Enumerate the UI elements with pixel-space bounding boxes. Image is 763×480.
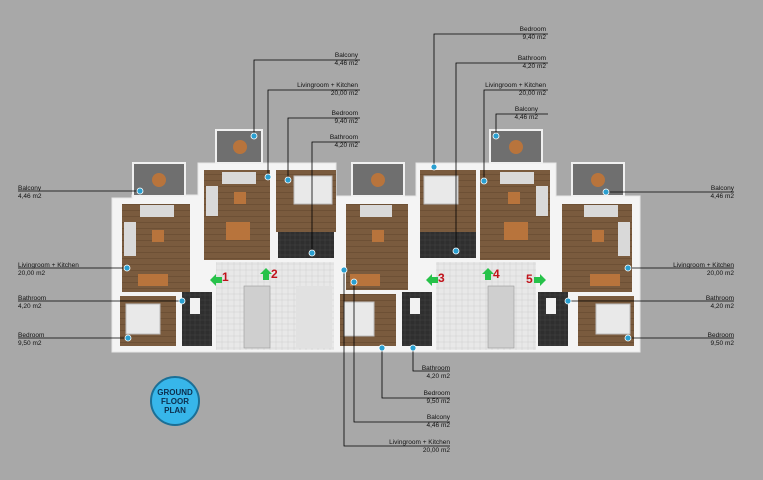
entrance-number: 3 [438,271,445,285]
entrance-number: 1 [222,270,229,284]
room-markers [123,132,632,352]
badge-line: PLAN [164,405,186,415]
bathrooms [182,232,568,346]
entrance-number: 2 [271,267,278,281]
entrance-number: 5 [526,272,533,286]
ground-floor-plan-badge: GROUND FLOOR PLAN [150,376,200,426]
entrance-number: 4 [493,267,500,281]
badge-line: GROUND [157,387,193,397]
entry-arrows [210,268,546,286]
furniture [124,172,630,286]
badge-line: FLOOR [161,396,189,406]
leader-lines [18,33,734,447]
bedrooms [120,175,634,346]
balconies [132,129,625,197]
